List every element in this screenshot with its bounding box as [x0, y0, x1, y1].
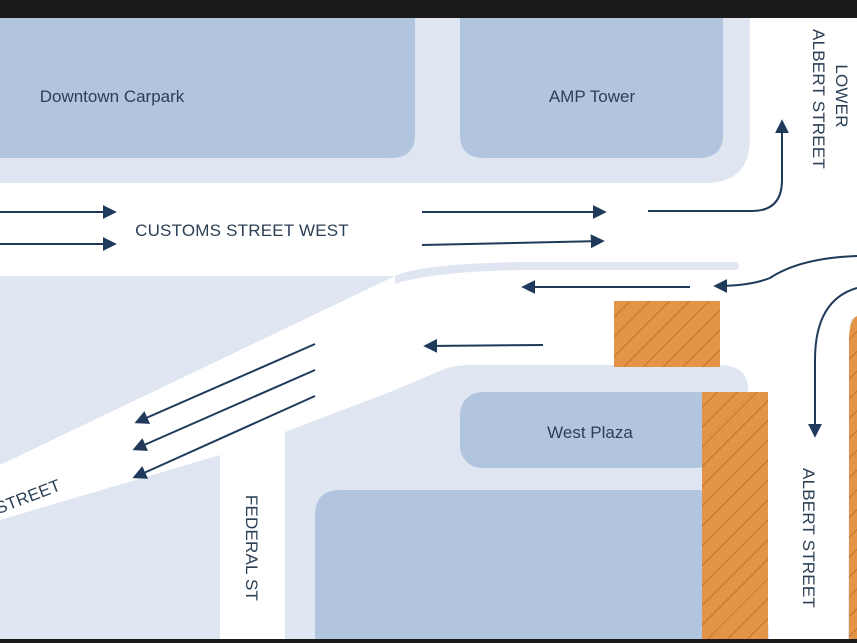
hatched-zone-east-edge [849, 316, 857, 643]
hatched-zone-north [614, 301, 720, 367]
label-customs-street-west: CUSTOMS STREET WEST [135, 221, 349, 240]
bottom-bar [0, 639, 857, 643]
building-west-plaza [460, 392, 720, 468]
arrow-west-2 [423, 338, 544, 353]
traffic-island-strip [395, 262, 739, 284]
label-albert-street: ALBERT STREET [799, 468, 818, 608]
building-downtown-carpark [0, 18, 415, 158]
traffic-arrows [0, 119, 857, 479]
label-lower-albert-line2: ALBERT STREET [809, 29, 828, 169]
top-bar [0, 0, 857, 18]
building-amp-tower [460, 18, 723, 158]
label-downtown-carpark: Downtown Carpark [40, 87, 185, 106]
label-lower-albert-line1: LOWER [832, 64, 851, 127]
block-southwest [0, 455, 220, 643]
label-amp-tower: AMP Tower [549, 87, 636, 106]
arrow-turn-south [808, 287, 857, 438]
arrow-sw-3 [132, 395, 316, 479]
arrow-west-from-albert [713, 255, 857, 293]
hatched-zone-south [702, 392, 768, 643]
arrow-east-4 [421, 234, 605, 249]
arrow-sw-2 [132, 369, 316, 451]
arrow-sw-1 [134, 343, 316, 424]
building-south [315, 490, 712, 643]
block-west-triangle [0, 276, 395, 465]
arrow-turn-north [648, 119, 789, 212]
label-west-plaza: West Plaza [547, 423, 633, 442]
label-federal-st: FEDERAL ST [242, 495, 261, 601]
